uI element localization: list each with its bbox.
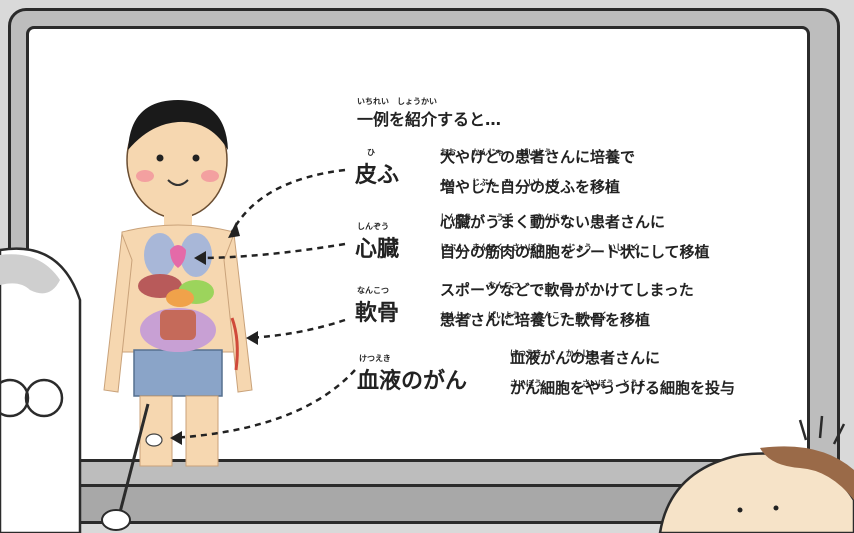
desc-blood-cancer-line1-wrap: けつえき かんじゃ 血液がんの患者さんに — [510, 343, 735, 373]
term-heart-label: 心臓 — [355, 237, 400, 262]
arrow-skin — [230, 168, 346, 233]
desc-blood-cancer-ruby2: さいぼう さいぼう とうよ — [510, 379, 646, 388]
desc-cartilage-ruby2: かんじゃ ばいよう なんこつ いしょく — [440, 311, 608, 320]
desc-heart-line1: 心臓がうまく動かない患者さんに — [440, 213, 666, 231]
desc-cartilage-line2-wrap: かんじゃ ばいよう なんこつ いしょく 患者さんに培養した軟骨を移植 — [440, 305, 694, 335]
term-heart: しんぞう 心臓 — [355, 222, 400, 263]
arrow-blood — [171, 369, 356, 440]
desc-skin-ruby1: おお かんじゃ ばいよう — [440, 148, 552, 157]
intro-label: 一例を紹介すると… — [357, 110, 502, 129]
desc-heart-line2-wrap: じぶん きんにく さいぼう じょう いしょく 自分の筋肉の細胞をシート状にして移… — [440, 237, 710, 267]
desc-blood-cancer-line2: がん細胞をやっつける細胞を投与 — [510, 379, 736, 397]
desc-blood-cancer-ruby1: けつえき かんじゃ — [510, 349, 598, 358]
arm-muscle-mark — [230, 317, 239, 371]
term-skin-label: 皮ふ — [355, 163, 400, 188]
desc-blood-cancer-line2-wrap: さいぼう さいぼう とうよ がん細胞をやっつける細胞を投与 — [510, 373, 735, 403]
arrow-heads — [170, 222, 258, 445]
term-blood-cancer-label: 血液のがん — [357, 369, 468, 394]
term-skin: ひ 皮ふ — [355, 148, 400, 189]
desc-blood-cancer-line1: 血液がんの患者さんに — [510, 349, 661, 367]
desc-skin-line1-wrap: おお かんじゃ ばいよう 大やけどの患者さんに培養で — [440, 142, 635, 172]
desc-skin: おお かんじゃ ばいよう 大やけどの患者さんに培養で ふ じぶん ひ いしょく … — [440, 142, 635, 202]
desc-heart-ruby1: しんぞう うご かんじゃ — [440, 213, 568, 222]
desc-cartilage: なんこつ スポーツなどで軟骨がかけてしまった かんじゃ ばいよう なんこつ いし… — [440, 275, 694, 335]
desc-heart-line2: 自分の筋肉の細胞をシート状にして移植 — [440, 243, 710, 261]
desc-skin-line1: 大やけどの患者さんに培養で — [440, 148, 636, 166]
desc-heart-ruby2: じぶん きんにく さいぼう じょう いしょく — [440, 243, 640, 252]
arrow-cartilage-arm — [247, 318, 346, 340]
term-cartilage-label: 軟骨 — [355, 301, 400, 326]
term-skin-ruby: ひ — [367, 148, 375, 157]
child-figure — [658, 415, 854, 533]
intro-text: いちれい しょうかい 一例を紹介すると… — [357, 97, 502, 130]
desc-heart-line1-wrap: しんぞう うご かんじゃ 心臓がうまく動かない患者さんに — [440, 207, 710, 237]
desc-cartilage-ruby1: なんこつ — [440, 281, 520, 290]
term-cartilage: なんこつ 軟骨 — [355, 286, 400, 327]
arrows — [171, 168, 356, 440]
teacher-figure — [0, 247, 150, 533]
term-blood-cancer: けつえき 血液のがん — [357, 354, 468, 395]
arrow-heart — [195, 242, 346, 260]
desc-skin-line2: 増やした自分の皮ふを移植 — [440, 178, 621, 196]
intro-ruby: いちれい しょうかい — [357, 97, 437, 106]
desc-cartilage-line1-wrap: なんこつ スポーツなどで軟骨がかけてしまった — [440, 275, 694, 305]
term-heart-ruby: しんぞう — [357, 222, 389, 231]
desc-blood-cancer: けつえき かんじゃ 血液がんの患者さんに さいぼう さいぼう とうよ がん細胞を… — [510, 343, 735, 403]
desc-cartilage-line2: 患者さんに培養した軟骨を移植 — [440, 311, 651, 329]
organs — [138, 233, 216, 352]
desc-cartilage-line1: スポーツなどで軟骨がかけてしまった — [440, 281, 694, 299]
desc-heart: しんぞう うご かんじゃ 心臓がうまく動かない患者さんに じぶん きんにく さい… — [440, 207, 710, 267]
knee-cartilage-mark — [145, 433, 163, 447]
desc-skin-ruby2: ふ じぶん ひ いしょく — [440, 178, 560, 187]
desc-skin-line2-wrap: ふ じぶん ひ いしょく 増やした自分の皮ふを移植 — [440, 172, 635, 202]
term-cartilage-ruby: なんこつ — [357, 286, 389, 295]
term-blood-cancer-ruby: けつえき — [359, 354, 391, 363]
